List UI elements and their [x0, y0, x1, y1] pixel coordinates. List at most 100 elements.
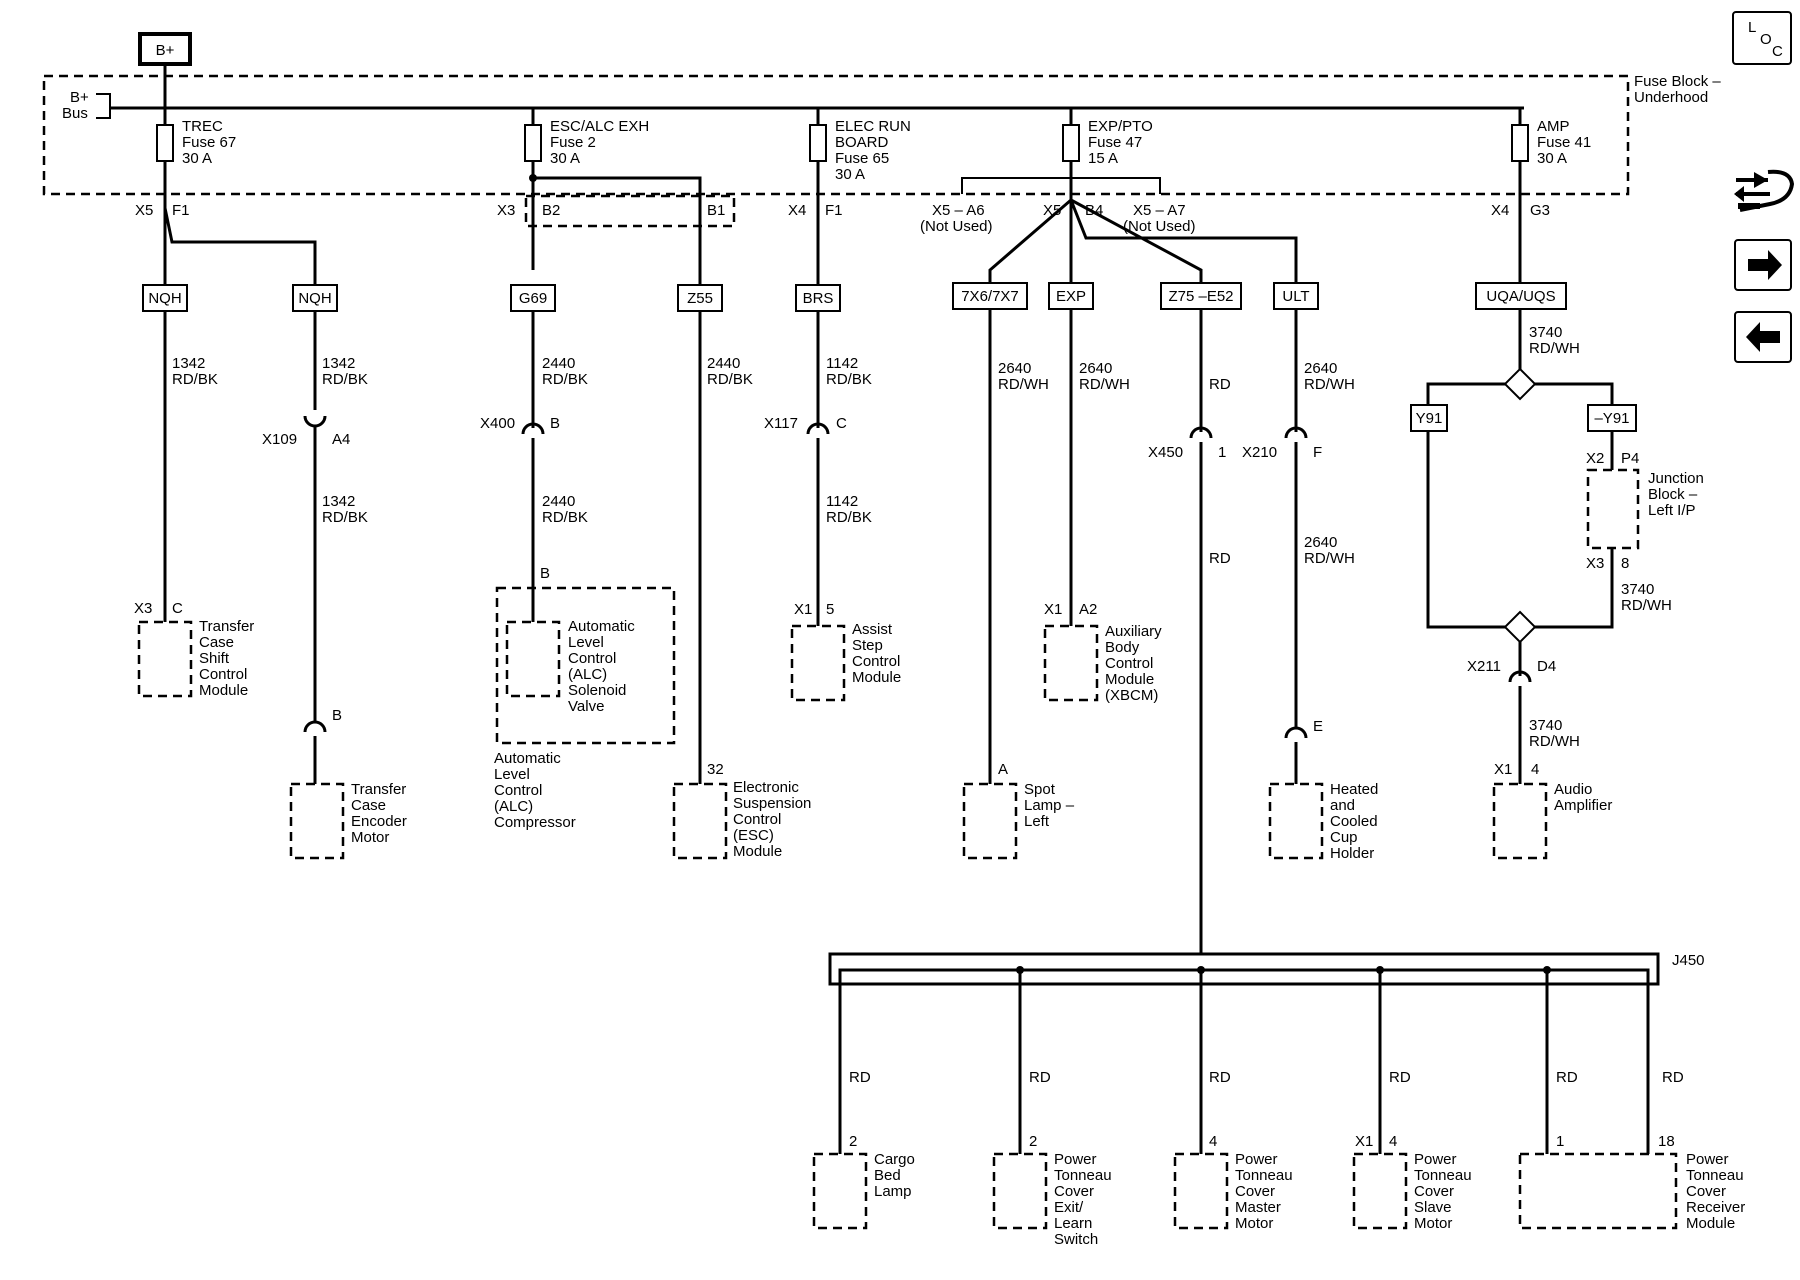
conn-x5-a7-note: (Not Used) [1123, 218, 1196, 235]
fuse-block-label-2: Underhood [1634, 89, 1708, 106]
wire-rd-2: RD [1029, 1069, 1051, 1086]
jb-x3: X3 [1586, 555, 1604, 572]
tcem-l2: Case [351, 797, 386, 814]
receiver-l3: Cover [1686, 1183, 1726, 1200]
conn-x5-a6: X5 – A6 [932, 202, 985, 219]
amp-box [1492, 782, 1548, 860]
branch-esc-alc: X3 B2 B1 G69 2440 RD/BK X400 B 2440 RD/B… [480, 174, 811, 860]
alcv-pin: B [540, 565, 550, 582]
x210-label: X210 [1242, 444, 1277, 461]
conn-x4: X4 [788, 202, 806, 219]
jb-x2: X2 [1586, 450, 1604, 467]
wire-1342-c: 1342 [322, 493, 355, 510]
exit-l4: Exit/ [1054, 1199, 1084, 1216]
arrow-left-icon [1746, 322, 1780, 352]
cup-l4: Cup [1330, 829, 1358, 846]
tcscm-l3: Shift [199, 650, 230, 667]
tcscm-pin-x3: X3 [134, 600, 152, 617]
connector-x210-icon [1284, 426, 1308, 439]
loc-icon [1732, 11, 1792, 65]
cup-box [1268, 782, 1324, 860]
assist-l2: Step [852, 637, 883, 654]
slave-pin-4: 4 [1389, 1133, 1397, 1150]
alcv-l5: Solenoid [568, 682, 626, 699]
connector-x450-icon [1189, 426, 1213, 439]
receiver-l2: Tonneau [1686, 1167, 1744, 1184]
fuse-block-outline [42, 74, 1630, 196]
receiver-pin-1: 1 [1556, 1133, 1564, 1150]
jb-l3: Left I/P [1648, 502, 1696, 519]
wire-2440-c: 2440 [707, 355, 740, 372]
wire-3740-a: 3740 [1529, 324, 1562, 341]
junction-block-box [1586, 468, 1640, 550]
option-z75: Z75 –E52 [1168, 288, 1233, 305]
jb-8: 8 [1621, 555, 1629, 572]
fuse-1-name: TREC [182, 118, 223, 135]
alcc-l4: (ALC) [494, 798, 533, 815]
xbcm-l5: (XBCM) [1105, 687, 1158, 704]
option-y91: Y91 [1416, 410, 1443, 427]
master-l3: Cover [1235, 1183, 1275, 1200]
fuse-1-fuse: Fuse 67 [182, 134, 236, 151]
connector-x117-icon [806, 422, 830, 435]
branch-elec-run-board: X4 F1 BRS 1142 RD/BK X117 C 1142 RD/BK X… [764, 202, 901, 702]
fuse-5-fuse: Fuse 41 [1537, 134, 1591, 151]
wire-2440-c-color: RD/BK [707, 371, 753, 388]
previous-page-button[interactable] [1734, 311, 1792, 363]
cup-l2: and [1330, 797, 1355, 814]
tcem-l1: Transfer [351, 781, 406, 798]
fuse-4-fuse: Fuse 47 [1088, 134, 1142, 151]
loc-button[interactable]: L O C [1732, 11, 1792, 65]
xbcm-l1: Auxiliary [1105, 623, 1162, 640]
cargo-pin: 2 [849, 1133, 857, 1150]
connector-x400-icon [521, 422, 545, 435]
assist-l4: Module [852, 669, 901, 686]
fuse-3-name: ELEC RUN [835, 118, 911, 135]
x109-label: X109 [262, 431, 297, 448]
wire-3740-b-color: RD/WH [1621, 597, 1672, 614]
slave-l1: Power [1414, 1151, 1457, 1168]
conn-f1: F1 [172, 202, 190, 219]
fuse-icon-amp [1511, 124, 1529, 162]
next-page-button[interactable] [1734, 239, 1792, 291]
wire-2640-d: 2640 [1304, 534, 1337, 551]
connector-view-button[interactable] [1734, 169, 1795, 212]
x117-pin: C [836, 415, 847, 432]
option-ult: ULT [1282, 288, 1309, 305]
loc-l: L [1748, 19, 1756, 36]
tcem-pin-b: B [332, 707, 342, 724]
exit-l6: Switch [1054, 1231, 1098, 1248]
fuse-2-rating: 30 A [550, 150, 580, 167]
wire-2440-b-color: RD/BK [542, 509, 588, 526]
alcc-l2: Level [494, 766, 530, 783]
slave-l5: Motor [1414, 1215, 1452, 1232]
cargo-box [812, 1152, 868, 1230]
cargo-l1: Cargo [874, 1151, 915, 1168]
loc-c: C [1772, 43, 1783, 60]
wire-2640-b: 2640 [1079, 360, 1112, 377]
spot-l1: Spot [1024, 781, 1056, 798]
j450-branch: J450 RD RD RD RD RD RD 2 Cargo Bed Lamp … [812, 952, 1745, 1248]
tcscm-l5: Module [199, 682, 248, 699]
tcscm-l1: Transfer [199, 618, 254, 635]
fuse-icon-trec [156, 124, 174, 162]
fuse-symbols [156, 108, 1529, 285]
fuse-3-name-2: BOARD [835, 134, 889, 151]
cup-l1: Heated [1330, 781, 1378, 798]
assist-l3: Control [852, 653, 900, 670]
amp-l1: Audio [1554, 781, 1592, 798]
conn-x5: X5 [135, 202, 153, 219]
option-g69: G69 [519, 290, 547, 307]
alcc-l3: Control [494, 782, 542, 799]
supply: B+ B+ Bus [62, 32, 192, 122]
wire-3740-c-color: RD/WH [1529, 733, 1580, 750]
slave-box [1352, 1152, 1408, 1230]
xbcm-pin-x1: X1 [1044, 601, 1062, 618]
exit-box [992, 1152, 1048, 1230]
conn-x5-a7: X5 – A7 [1133, 202, 1186, 219]
x450-label: X450 [1148, 444, 1183, 461]
wire-3740-c: 3740 [1529, 717, 1562, 734]
wire-1142-a-color: RD/BK [826, 371, 872, 388]
wire-2440-b: 2440 [542, 493, 575, 510]
